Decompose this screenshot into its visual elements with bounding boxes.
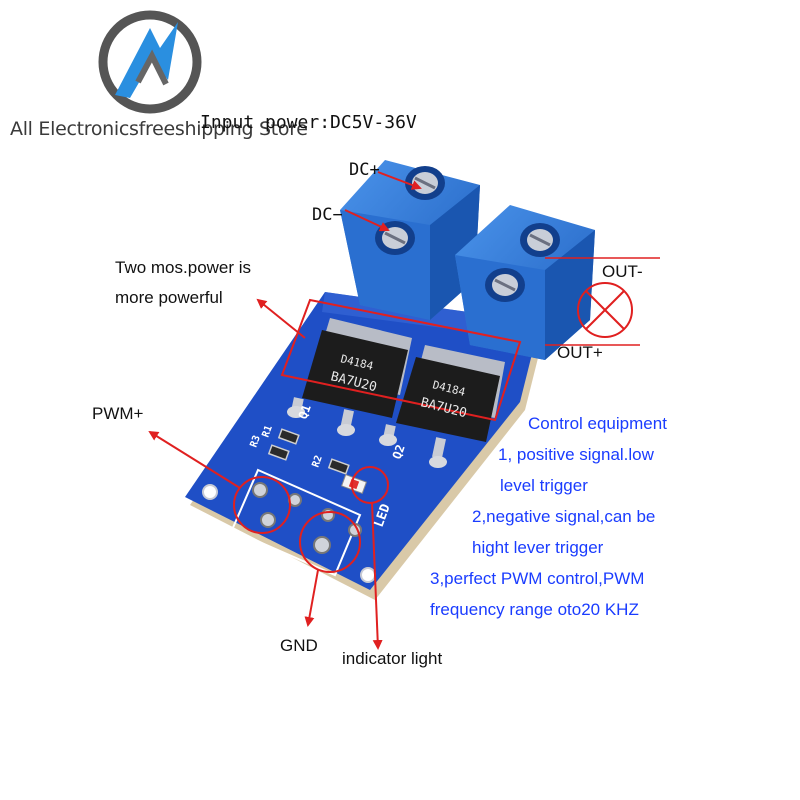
feature-line: hight lever trigger [472, 538, 604, 557]
pwm-highlight-circle [233, 476, 291, 534]
silk-r1: R1 [260, 424, 274, 439]
silk-q1: Q1 [296, 403, 314, 421]
smd-components [267, 428, 368, 495]
load-lamp-symbol [545, 257, 660, 346]
gnd-highlight-circle [299, 511, 361, 573]
mos-arrow [256, 298, 306, 339]
terminal-block-output [455, 205, 595, 360]
feature-line: 1, positive signal.low [498, 445, 654, 464]
store-name: All Electronicsfreeshipping Store [10, 118, 308, 140]
terminal-block-input [340, 160, 480, 320]
pwm-arrow [148, 430, 241, 489]
feature-line: level trigger [500, 476, 588, 495]
features-title: Control equipment [528, 414, 667, 433]
dc-plus-label: DC+ [349, 160, 380, 180]
gnd-label: GND [280, 636, 318, 655]
feature-line: frequency range oto20 KHZ [430, 600, 639, 619]
dc-plus-arrow [377, 171, 422, 190]
mos-note-line-1: Two mos.power is [115, 258, 252, 277]
mosfet-highlight-box [280, 298, 522, 422]
features-block: Control equipment 1, positive signal.low… [430, 408, 667, 625]
out-minus-label: OUT- [602, 262, 643, 281]
indicator-arrow [371, 502, 383, 650]
led-highlight-circle [351, 466, 389, 504]
input-power-label: Input power:DC5V-36V [200, 112, 417, 133]
mosfet-q2 [379, 345, 505, 468]
gnd-arrow [304, 569, 319, 627]
silk-r2: R2 [310, 454, 324, 469]
dc-minus-label: DC− [312, 205, 343, 225]
out-plus-label: OUT+ [557, 343, 603, 362]
dc-minus-arrow [344, 209, 390, 232]
indicator-light-label: indicator light [342, 649, 443, 668]
store-logo [98, 10, 202, 114]
silk-r3: R3 [248, 434, 262, 449]
feature-line: 2,negative signal,can be [472, 507, 656, 526]
pwm-plus-label: PWM+ [92, 404, 144, 423]
feature-line: 3,perfect PWM control,PWM [430, 569, 645, 588]
mos-note-line-2: more powerful [115, 288, 223, 307]
silk-q2: Q2 [390, 443, 408, 461]
